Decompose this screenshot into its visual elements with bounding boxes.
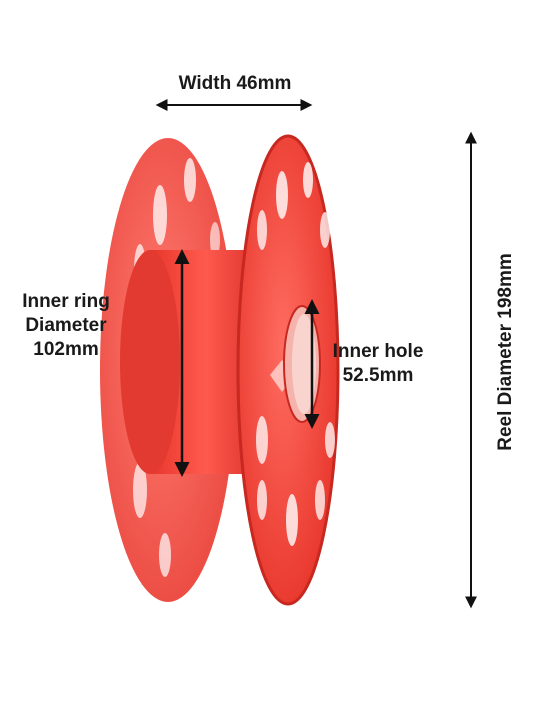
front-flange xyxy=(236,134,340,606)
inner-ring-label: Inner ring Diameter 102mm xyxy=(6,290,126,362)
inner-hole-line-2: 52.5mm xyxy=(342,365,414,386)
inner-hole-label: Inner hole 52.5mm xyxy=(328,340,428,388)
width-label: Width 46mm xyxy=(178,73,292,94)
reel-diameter-label: Reel Diameter 198mm xyxy=(495,253,516,451)
inner-ring-line-1: Inner ring xyxy=(22,291,110,312)
inner-ring-line-2: Diameter xyxy=(25,315,107,336)
inner-hole-line-1: Inner hole xyxy=(332,341,424,362)
inner-ring-line-3: 102mm xyxy=(33,339,99,360)
